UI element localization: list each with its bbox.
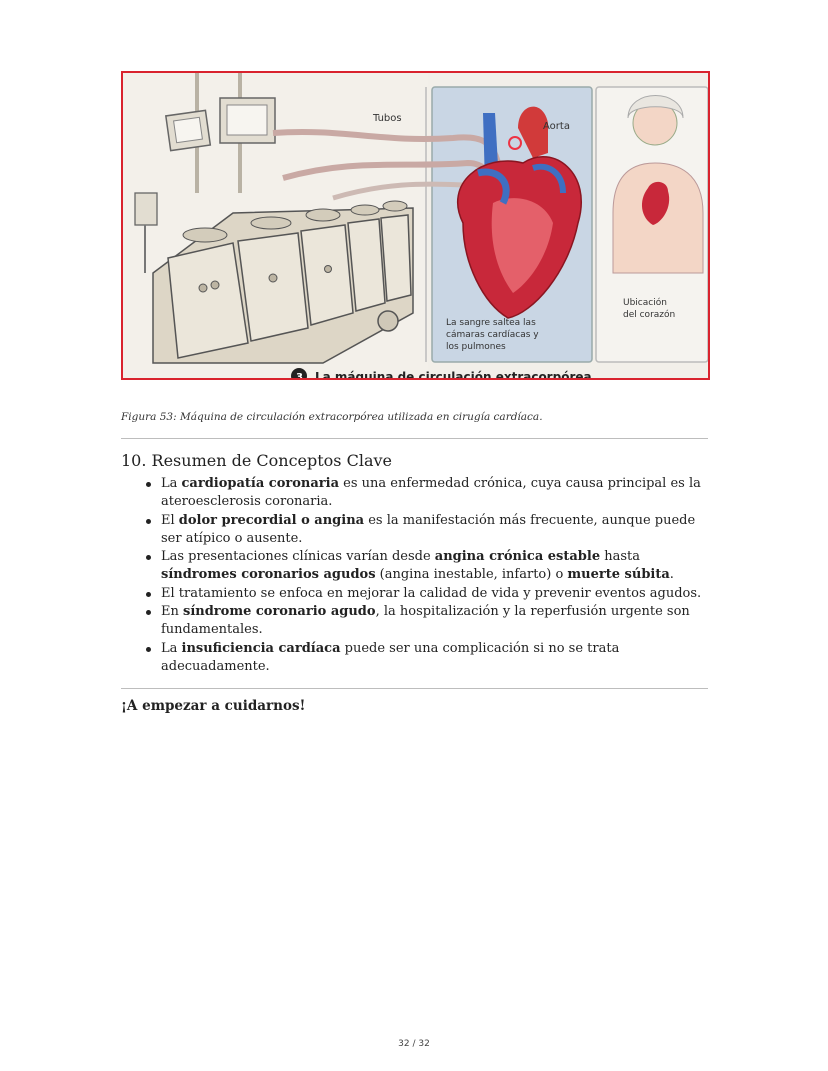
list-item: El tratamiento se enfoca en mejorar la c… bbox=[146, 585, 706, 603]
label-location-line2: del corazón bbox=[623, 309, 675, 320]
list-item: La insuficiencia cardíaca puede ser una … bbox=[146, 640, 706, 677]
bold-term: cardiopatía coronaria bbox=[181, 476, 340, 491]
bold-term: dolor precordial o angina bbox=[178, 512, 365, 528]
text-run: hasta bbox=[600, 549, 640, 565]
label-tubes: Tubos bbox=[372, 113, 402, 124]
text-run: puede ser una complicación si no se trat… bbox=[161, 640, 620, 674]
patient-illustration bbox=[612, 95, 704, 274]
bold-term: síndromes coronarios agudos bbox=[161, 567, 376, 583]
summary-list: La cardiopatía coronaria es una enfermed… bbox=[146, 475, 706, 677]
bold-term: insuficiencia cardíaca bbox=[181, 640, 341, 656]
text-run: La bbox=[161, 476, 182, 491]
text-run: (angina inestable, infarto) o bbox=[375, 567, 568, 583]
list-item: La cardiopatía coronaria es una enfermed… bbox=[146, 475, 706, 512]
label-aorta: Aorta bbox=[543, 121, 570, 132]
label-bottom-title: La máquina de circulación extracorpórea bbox=[315, 370, 592, 378]
divider-top bbox=[121, 438, 708, 439]
label-step-number: 3 bbox=[296, 372, 303, 378]
closing-text: ¡A empezar a cuidarnos! bbox=[121, 698, 306, 714]
label-blood-line1: La sangre saltea las bbox=[446, 318, 536, 328]
section-title: 10. Resumen de Conceptos Clave bbox=[121, 451, 393, 470]
list-item: Las presentaciones clínicas varían desde… bbox=[146, 548, 706, 585]
divider-bottom bbox=[121, 688, 708, 689]
text-run: es una enfermedad crónica, cuya causa pr… bbox=[161, 476, 701, 510]
list-item: El dolor precordial o angina es la manif… bbox=[146, 512, 706, 549]
list-item: En síndrome coronario agudo, la hospital… bbox=[146, 603, 706, 640]
text-run: , la hospitalización y la reperfusión ur… bbox=[161, 604, 690, 638]
label-blood-line3: los pulmones bbox=[446, 342, 506, 352]
heart-illustration bbox=[456, 106, 582, 319]
text-run: La bbox=[161, 640, 182, 656]
text-run: . bbox=[669, 567, 674, 583]
label-location-line1: Ubicación bbox=[623, 297, 667, 308]
text-run: es la manifestación más frecuente, aunqu… bbox=[161, 512, 696, 546]
text-run: Las presentaciones clínicas varían desde bbox=[161, 549, 435, 565]
bold-term: angina crónica estable bbox=[434, 549, 601, 565]
page-number: 32 / 32 bbox=[398, 1039, 430, 1049]
figure-image: Tubos Aorta La sangre saltea las cámaras… bbox=[121, 71, 710, 380]
bold-term: síndrome coronario agudo bbox=[183, 604, 376, 620]
bold-term: muerte súbita bbox=[567, 567, 670, 583]
figure-caption: Figura 53: Máquina de circulación extrac… bbox=[121, 411, 543, 423]
bypass-machine-illustration bbox=[134, 73, 414, 364]
text-run: En bbox=[161, 604, 183, 620]
text-run: El tratamiento se enfoca en mejorar la c… bbox=[161, 585, 702, 601]
label-blood-line2: cámaras cardíacas y bbox=[446, 330, 539, 340]
text-run: El bbox=[161, 512, 179, 528]
